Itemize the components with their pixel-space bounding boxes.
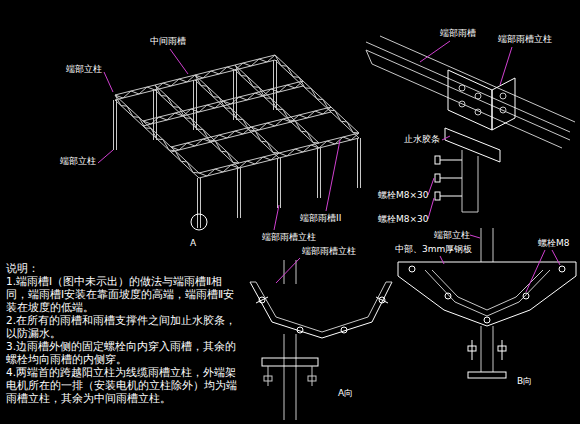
note-item: 3.边雨槽外侧的固定螺栓向内穿入雨槽，其余的螺栓均向雨槽的内侧穿。: [6, 340, 242, 366]
view-label: A向: [338, 388, 353, 399]
truss-grid: [114, 55, 361, 228]
truss-member: [275, 55, 359, 138]
part-label: 端部雨槽立柱: [498, 34, 552, 45]
note-item: 2.在所有的雨槽和雨槽支撑件之间加止水胶条，以防漏水。: [6, 314, 242, 340]
truss-member: [274, 60, 277, 110]
view-label: A: [190, 238, 196, 249]
truss-member: [318, 148, 321, 198]
truss-member: [198, 178, 201, 228]
part-label: 端部雨槽: [440, 28, 476, 39]
truss-member: [194, 80, 197, 130]
note-item: 1.端雨槽Ⅰ（图中未示出）的做法与端雨槽Ⅱ相同，端雨槽Ⅰ安装在靠面坡度的高端，端…: [6, 275, 242, 314]
truss-member: [238, 168, 241, 218]
truss-member: [115, 55, 275, 100]
part-label: 螺栓M8×30: [378, 214, 428, 225]
section-a-detail: [250, 260, 392, 420]
truss-member: [171, 107, 331, 152]
truss-member: [199, 133, 359, 178]
part-label: 端部雨槽II: [300, 213, 341, 224]
truss-member: [154, 90, 157, 140]
part-label: 端部立柱: [66, 64, 102, 75]
notes-heading: 说明：: [6, 262, 242, 275]
part-label: 中间雨槽: [150, 36, 186, 47]
gutter-iso-detail: [366, 36, 575, 212]
part-label: 端部雨槽立柱: [262, 232, 316, 243]
truss-member: [278, 158, 281, 208]
view-label: B向: [517, 376, 532, 387]
note-item: 4.两端首的跨越阳立柱为线缆雨槽立柱，外端架电机所在的一排（安装电机的立柱除外）…: [6, 366, 242, 405]
truss-member: [358, 138, 361, 188]
part-label: 螺栓M8: [538, 238, 570, 249]
notes-block: 说明：1.端雨槽Ⅰ（图中未示出）的做法与端雨槽Ⅱ相同，端雨槽Ⅰ安装在靠面坡度的高…: [6, 262, 242, 405]
truss-member: [114, 100, 117, 150]
part-label: 端部雨槽立柱: [302, 246, 356, 257]
detail-circle: [191, 214, 207, 230]
part-label: 中部、3mm厚钢板: [395, 244, 472, 255]
part-label: 止水胶条: [404, 134, 440, 145]
truss-member: [234, 70, 237, 120]
part-label: 螺栓M8×30: [378, 190, 428, 201]
part-label: 端部立柱: [60, 156, 96, 167]
part-label: 端部立柱: [434, 230, 470, 241]
leader-lines: [98, 41, 560, 292]
